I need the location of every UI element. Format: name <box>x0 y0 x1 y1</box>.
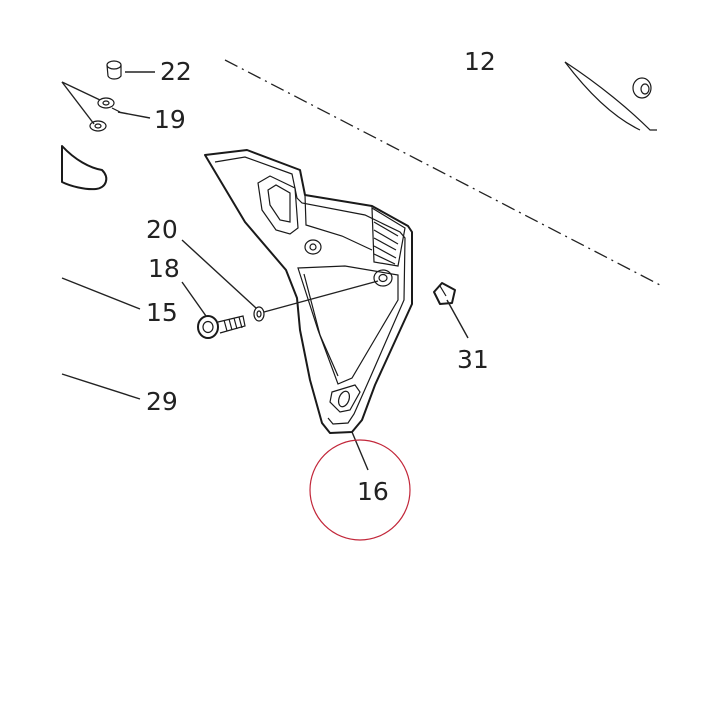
leader-v-upper <box>61 81 101 101</box>
callout-29: 29 <box>146 387 178 416</box>
leader-15 <box>61 277 141 310</box>
callout-18: 18 <box>148 254 180 283</box>
callout-19: 19 <box>154 105 186 134</box>
leader-v-lower <box>61 81 95 125</box>
highlight-circle <box>309 439 411 541</box>
leader-31 <box>446 299 469 339</box>
callout-12-partial: 12 <box>464 47 496 76</box>
washer-19 <box>89 97 121 132</box>
top-right-bracket <box>564 61 657 131</box>
callout-31: 31 <box>457 345 489 374</box>
leader-20 <box>181 239 257 309</box>
axis-line <box>224 59 661 286</box>
assembly-line-screw <box>263 280 379 313</box>
washer-20 <box>253 306 265 322</box>
fairing-part-16 <box>204 149 413 434</box>
callout-15: 15 <box>146 298 178 327</box>
callout-22: 22 <box>160 57 192 86</box>
bushing-22 <box>106 60 122 80</box>
left-bracket-piece <box>61 145 108 191</box>
leader-19 <box>117 111 151 119</box>
leader-18 <box>181 281 207 317</box>
leader-29 <box>61 373 141 400</box>
callout-16: 16 <box>357 477 389 506</box>
callout-20: 20 <box>146 215 178 244</box>
screw-18 <box>197 315 246 339</box>
clip-31 <box>433 282 456 305</box>
leader-16 <box>351 431 369 471</box>
